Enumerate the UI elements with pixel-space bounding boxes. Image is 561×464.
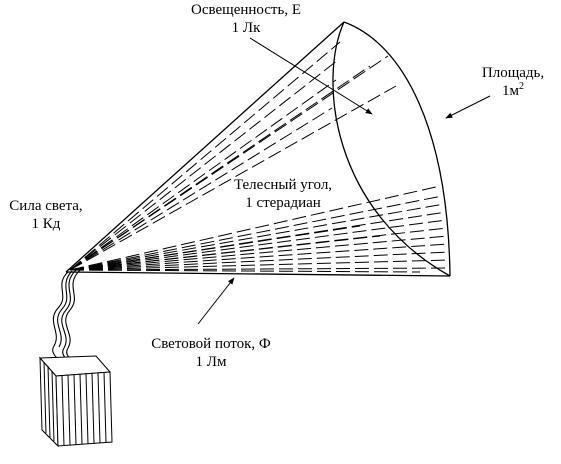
cone-upper-edge	[65, 21, 345, 273]
lamp-box	[38, 355, 113, 448]
area-value-exponent: 2	[519, 81, 524, 92]
illuminance-value: 1 Лк	[231, 20, 261, 36]
illuminance-label: Освещенность, E 1 Лк	[176, 1, 316, 37]
intensity-value: 1 Кд	[31, 216, 61, 232]
lamp-wires	[52, 269, 81, 363]
cone-base-front-arc	[343, 21, 451, 277]
area-label: Площадь, 1м2	[466, 64, 560, 100]
callout-arrows	[197, 37, 491, 325]
cone-shading-rays	[69, 41, 451, 273]
light-cone	[65, 21, 451, 277]
illuminance-title: Освещенность, E	[191, 2, 301, 18]
area-title: Площадь,	[481, 65, 545, 81]
cone-lower-edge	[65, 271, 451, 277]
intensity-title: Сила света,	[9, 198, 83, 214]
area-value: 1м2	[502, 81, 524, 100]
flux-title: Световой поток, Ф	[151, 336, 271, 352]
solid-angle-title: Телесный угол,	[233, 177, 333, 193]
cone-base-back-arc	[332, 21, 451, 277]
flux-arrow	[197, 277, 235, 325]
solid-angle-label: Телесный угол, 1 стерадиан	[208, 176, 358, 212]
area-arrow	[445, 95, 491, 119]
solid-angle-value: 1 стерадиан	[245, 195, 321, 211]
illuminance-arrow	[249, 37, 373, 115]
intensity-label: Сила света, 1 Кд	[0, 197, 92, 233]
flux-label: Световой поток, Ф 1 Лм	[128, 335, 294, 371]
flux-value: 1 Лм	[195, 354, 227, 370]
